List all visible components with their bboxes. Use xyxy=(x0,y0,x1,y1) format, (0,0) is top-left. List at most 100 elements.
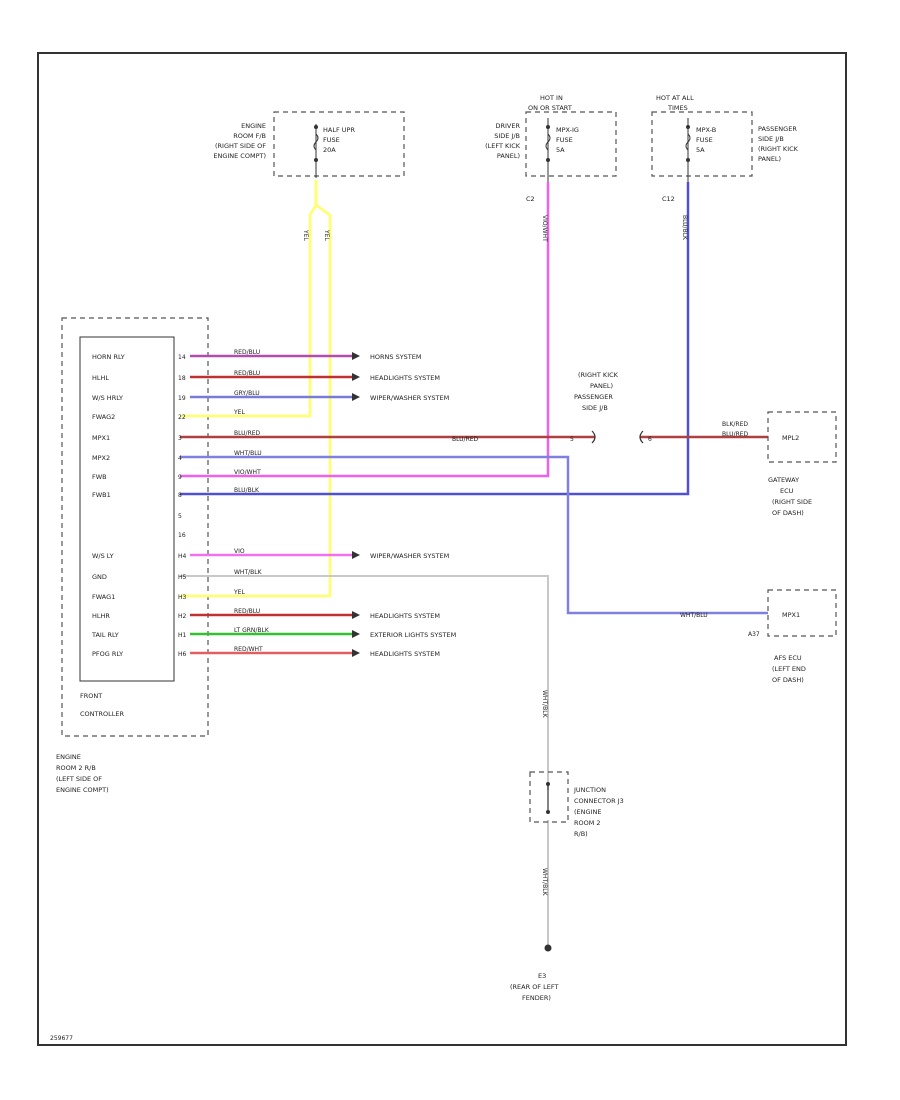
pin-name-13: HLHR xyxy=(92,612,110,620)
pin-name-5: MPX2 xyxy=(92,454,110,462)
pin-name-2: W/S HRLY xyxy=(92,394,123,402)
ground-id: E3 xyxy=(538,972,546,980)
yel-wire-label-2: YEL xyxy=(323,229,330,241)
blu-blk-wire xyxy=(180,182,690,496)
junction-label-2: CONNECTOR J3 xyxy=(574,797,624,805)
wire-label-13: RED/BLU xyxy=(234,608,260,615)
arrow-icon xyxy=(352,611,360,619)
ground-icon xyxy=(544,944,552,952)
pin-name-4: MPX1 xyxy=(92,434,110,442)
pin-number-8: 5 xyxy=(178,513,182,520)
hot-on-start-fuse-box xyxy=(525,111,617,177)
wire-label-6: VIO/WHT xyxy=(234,469,261,476)
passenger-jb-location-4: PANEL) xyxy=(758,155,781,163)
pin-number-4: 3 xyxy=(178,435,182,442)
afs-connector-label: A37 xyxy=(748,631,760,638)
pin-name-1: HLHL xyxy=(92,374,109,382)
hot-on-start-header-2: ON OR START xyxy=(528,104,572,112)
mpx-b-fuse-label-3: 5A xyxy=(696,146,705,154)
front-controller-title-1: FRONT xyxy=(80,692,102,700)
mpx-ig-fuse-label-3: 5A xyxy=(556,146,565,154)
wire-label-15: RED/WHT xyxy=(234,646,263,653)
afs-pin-label: MPX1 xyxy=(782,611,800,619)
afs-label-2: (LEFT END xyxy=(772,665,806,673)
engine-fuse-location-1: ENGINE xyxy=(241,122,266,130)
afs-ecu: MPX1 WHT/BLU A37 AFS ECU (LEFT END OF DA… xyxy=(680,589,837,684)
gateway-label-2: ECU xyxy=(780,487,794,495)
pin-number-7: 8 xyxy=(178,492,182,499)
hot-all-times-header-2: TIMES xyxy=(667,104,688,112)
pin-number-2: 19 xyxy=(178,395,186,402)
pin-number-11: H5 xyxy=(178,574,187,581)
pin-name-7: FWB1 xyxy=(92,491,111,499)
front-controller-title-2: CONTROLLER xyxy=(80,710,124,718)
ground-label-2: FENDER) xyxy=(522,994,551,1002)
wire-label-4: BLU/RED xyxy=(234,430,261,437)
wire-label-12: YEL xyxy=(233,589,245,596)
destination-2: WIPER/WASHER SYSTEM xyxy=(370,394,449,402)
gateway-pin-label: MPL2 xyxy=(782,434,799,442)
pin-name-10: W/S LY xyxy=(92,552,114,560)
blu-red-right-label: BLU/RED xyxy=(722,431,749,438)
controller-location-3: (LEFT SIDE OF xyxy=(56,775,102,783)
engine-fuse-label-2: FUSE xyxy=(323,136,340,144)
junction-box xyxy=(529,771,569,823)
fuse-icon xyxy=(685,133,691,151)
blu-red-main-label: BLU/RED xyxy=(452,436,479,443)
wire-label-1: RED/BLU xyxy=(234,370,260,377)
arrow-icon xyxy=(352,551,360,559)
destination-1: HEADLIGHTS SYSTEM xyxy=(370,374,440,382)
junction-wire-top-label: WHT/BLK xyxy=(541,690,548,719)
wire-label-11: WHT/BLK xyxy=(234,569,263,576)
junction-wire-bottom-label: WHT/BLK xyxy=(541,868,548,897)
junction-label-1: JUNCTION xyxy=(573,786,606,794)
connector-icon xyxy=(591,430,596,444)
wire-label-10: VIO xyxy=(234,548,245,555)
pin-name-6: FWB xyxy=(92,473,107,481)
pin-name-0: HORN RLY xyxy=(92,353,125,361)
passenger-jb-inline: (RIGHT KICK PANEL) PASSENGER SIDE J/B BL… xyxy=(452,371,749,444)
wire-label-5: WHT/BLU xyxy=(234,450,262,457)
wire-label-0: RED/BLU xyxy=(234,349,260,356)
pin-number-10: H4 xyxy=(178,553,187,560)
hot-on-start-header-1: HOT IN xyxy=(540,94,563,102)
junction-label-3: (ENGINE xyxy=(574,808,601,816)
driver-jb-location-3: (LEFT KICK xyxy=(485,142,521,150)
front-controller-inner xyxy=(79,336,175,682)
diagram-frame xyxy=(37,52,847,1046)
gateway-ecu: MPL2 GATEWAY ECU (RIGHT SIDE OF DASH) xyxy=(767,411,837,517)
hot-all-times-header-1: HOT AT ALL xyxy=(656,94,694,102)
pin-number-3: 22 xyxy=(178,414,186,421)
pin-number-6: 9 xyxy=(178,474,182,481)
driver-jb-location-2: SIDE J/B xyxy=(494,132,520,140)
yel-wire-label-1: YEL xyxy=(302,229,309,241)
arrow-icon xyxy=(352,649,360,657)
passenger-jb-label-4: SIDE J/B xyxy=(582,404,608,412)
fuse-icon xyxy=(545,133,551,151)
jb-pin-right: 6 xyxy=(648,436,652,443)
hot-all-times-fuse-box xyxy=(651,111,753,177)
mpx-b-fuse-label-2: FUSE xyxy=(696,136,713,144)
wht-blu-wire xyxy=(180,455,768,615)
pin-name-14: TAIL RLY xyxy=(91,631,119,639)
engine-fuse-location-2: ROOM F/B xyxy=(233,132,266,140)
yellow-wire-fwag2 xyxy=(180,180,318,418)
c12-wire-label: BLU/BLK xyxy=(681,215,688,241)
engine-fuse-label-1: HALF UPR xyxy=(323,126,355,134)
pin-name-3: FWAG2 xyxy=(92,413,115,421)
destination-0: HORNS SYSTEM xyxy=(370,353,421,361)
front-controller: FRONT CONTROLLER ENGINE ROOM 2 R/B (LEFT… xyxy=(56,317,209,794)
ground: E3 (REAR OF LEFT FENDER) xyxy=(510,944,558,1002)
engine-room-fuse-box xyxy=(273,111,405,177)
destination-15: HEADLIGHTS SYSTEM xyxy=(370,650,440,658)
afs-label-3: OF DASH) xyxy=(772,676,804,684)
junction-label-4: ROOM 2 xyxy=(574,819,601,827)
gateway-label-1: GATEWAY xyxy=(768,476,799,484)
arrow-icon xyxy=(352,352,360,360)
controller-location-4: ENGINE COMPT) xyxy=(56,786,109,794)
pin-number-14: H1 xyxy=(178,632,187,639)
engine-room-fuse: ENGINE ROOM F/B (RIGHT SIDE OF ENGINE CO… xyxy=(213,111,405,178)
jb-pin-left: 5 xyxy=(570,436,574,443)
